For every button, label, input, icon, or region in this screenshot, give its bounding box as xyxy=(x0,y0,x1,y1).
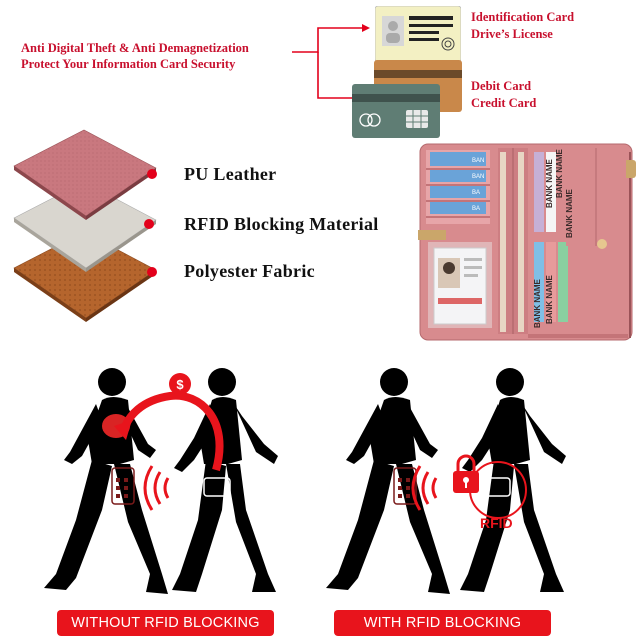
money-symbol: $ xyxy=(176,377,184,392)
signal-waves-icon xyxy=(143,465,170,511)
svg-text:BA: BA xyxy=(472,190,480,196)
anti-theft-title: Anti Digital Theft & Anti Demagnetizatio… xyxy=(21,41,249,55)
without-rfid-blocking-banner: WITHOUT RFID BLOCKING xyxy=(57,610,274,636)
signal-waves-icon-2 xyxy=(411,465,438,511)
theft-arrow xyxy=(120,391,224,472)
rfid-blocking-material-label: RFID Blocking Material xyxy=(184,214,379,234)
svg-text:BANK NAME: BANK NAME xyxy=(533,278,542,328)
drivers-license-label: Drive’s License xyxy=(471,27,553,41)
rfid-shield-circle xyxy=(469,461,527,519)
rfid-label: RFID xyxy=(480,515,513,531)
protect-subtitle: Protect Your Information Card Security xyxy=(21,57,236,71)
scene-with-rfid: RFID xyxy=(326,368,566,594)
card-reader-icon-2 xyxy=(393,467,417,505)
material-layers-illustration xyxy=(13,129,157,322)
polyester-fabric-label: Polyester Fabric xyxy=(184,261,315,281)
svg-text:BAN: BAN xyxy=(472,158,484,164)
svg-text:BANK NAME: BANK NAME xyxy=(555,148,564,198)
identification-card-label: Identification Card xyxy=(471,10,575,24)
pu-leather-dot xyxy=(147,169,157,179)
svg-text:BAN: BAN xyxy=(472,174,484,180)
wallet-icon-2 xyxy=(483,477,511,497)
pu-leather-label: PU Leather xyxy=(184,164,277,184)
credit-card-label: Credit Card xyxy=(471,96,537,110)
rfid-material-dot xyxy=(144,219,154,229)
bank-cards-icon xyxy=(352,60,462,138)
thief-silhouette xyxy=(172,368,278,592)
victim-silhouette-2 xyxy=(326,368,450,594)
svg-text:BANK NAME: BANK NAME xyxy=(545,274,554,324)
id-card-icon xyxy=(375,6,461,62)
money-bag-icon xyxy=(169,373,191,395)
svg-text:BANK NAME: BANK NAME xyxy=(565,188,574,238)
svg-text:BANK NAME: BANK NAME xyxy=(545,158,554,208)
thief-silhouette-2 xyxy=(460,368,566,592)
polyester-dot xyxy=(147,267,157,277)
with-rfid-blocking-banner: WITH RFID BLOCKING xyxy=(334,610,551,636)
card-reader-icon xyxy=(111,467,135,505)
svg-text:BA: BA xyxy=(472,206,480,212)
wallet-icon xyxy=(203,477,231,497)
wallet-photo: BAN BAN BA BA BANK NAME BANK NAME BANK NAM… xyxy=(418,143,636,341)
scene-without-rfid: $ xyxy=(44,368,278,594)
debit-card-label: Debit Card xyxy=(471,79,532,93)
